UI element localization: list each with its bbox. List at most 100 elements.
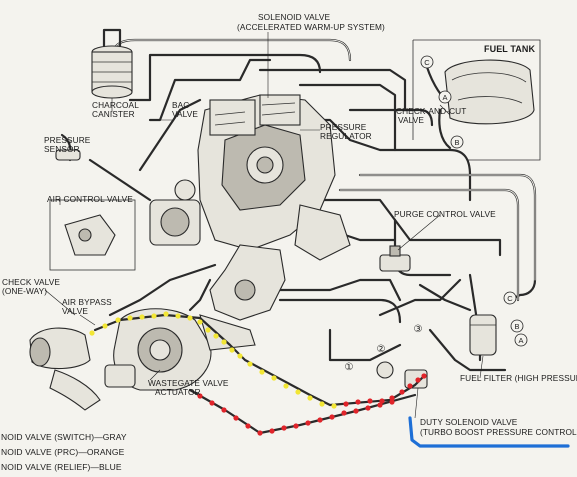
label-pressure-regulator-2: REGULATOR <box>320 131 372 141</box>
label-air-control-valve: AIR CONTROL VALVE <box>47 194 133 204</box>
label-fuel-filter: FUEL FILTER (HIGH PRESSURE) <box>460 373 577 383</box>
label-pressure-sensor-1: PRESSURE <box>44 135 91 145</box>
label-wastegate-1: WASTEGATE VALVE <box>148 378 229 388</box>
red-marker-dot <box>197 393 203 399</box>
yellow-marker-dot <box>197 319 203 325</box>
red-marker-dot <box>245 423 251 429</box>
purge-control-valve <box>379 245 411 272</box>
red-marker-dot <box>389 395 395 401</box>
yellow-marker-dot <box>295 389 301 395</box>
label-pressure-regulator-1: PRESSURE <box>320 122 367 132</box>
red-marker-dot <box>209 400 215 406</box>
legend: NOID VALVE (SWITCH)—GRAY NOID VALVE (PRC… <box>1 432 127 472</box>
label-purge-control-valve: PURGE CONTROL VALVE <box>394 209 496 219</box>
label-check-and-cut-valve-1: CHECK-AND-CUT <box>396 106 466 116</box>
label-bac-valve-1: BAC <box>172 100 189 110</box>
yellow-marker-dot <box>247 361 253 367</box>
legend-item-switch: NOID VALVE (SWITCH)—GRAY <box>1 432 127 442</box>
connector-a-right: A <box>518 336 523 345</box>
red-marker-dot <box>317 417 323 423</box>
label-solenoid-valve-subtitle: (ACCELERATED WARM-UP SYSTEM) <box>237 22 385 32</box>
red-marker-dot <box>329 414 335 420</box>
yellow-marker-dot <box>139 314 145 320</box>
red-marker-dot <box>233 415 239 421</box>
marker-number-2: ② <box>377 344 386 355</box>
connector-a-upper: A <box>442 93 447 102</box>
red-marker-dot <box>305 420 311 426</box>
label-check-and-cut-valve-2: VALVE <box>398 115 424 125</box>
yellow-marker-dot <box>175 313 181 319</box>
label-air-bypass-valve-2: VALVE <box>62 306 88 316</box>
red-marker-dot <box>421 373 427 379</box>
fuel-filter <box>469 314 497 356</box>
yellow-marker-dot <box>221 339 227 345</box>
red-marker-dot <box>377 402 383 408</box>
engine-block <box>197 94 351 321</box>
connector-b-right: B <box>514 322 519 331</box>
red-marker-dot <box>281 425 287 431</box>
red-marker-dot <box>379 398 385 404</box>
red-marker-dot <box>269 428 275 434</box>
fuel-tank-inset <box>412 39 541 161</box>
blue-annotation-underline <box>408 416 570 448</box>
label-air-bypass-valve-1: AIR BYPASS <box>62 297 112 307</box>
red-marker-dot <box>355 399 361 405</box>
legend-item-prc: NOID VALVE (PRC)—ORANGE <box>1 447 125 457</box>
red-marker-dot <box>415 377 421 383</box>
yellow-marker-dot <box>213 333 219 339</box>
red-marker-dot <box>367 398 373 404</box>
red-marker-dot <box>341 410 347 416</box>
red-marker-dot <box>293 423 299 429</box>
yellow-marker-dot <box>331 403 337 409</box>
legend-item-relief: NOID VALVE (RELIEF)—BLUE <box>1 462 122 472</box>
label-solenoid-valve: SOLENOID VALVE <box>258 12 330 22</box>
yellow-marker-dot <box>237 353 243 359</box>
yellow-marker-dot <box>102 323 108 329</box>
yellow-marker-dot <box>307 395 313 401</box>
yellow-marker-dot <box>205 327 211 333</box>
yellow-marker-dot <box>271 375 277 381</box>
yellow-marker-dot <box>89 330 95 336</box>
yellow-marker-dot <box>229 347 235 353</box>
label-bac-valve-2: VALVE <box>172 109 198 119</box>
marker-number-3: ③ <box>414 324 423 335</box>
yellow-marker-dot <box>319 401 325 407</box>
label-pressure-sensor-2: SENSOR <box>44 144 80 154</box>
connector-tags: A B C C B A ① ② ③ <box>345 55 528 373</box>
yellow-marker-dot <box>115 317 121 323</box>
yellow-marker-dot <box>127 315 133 321</box>
red-marker-dot <box>389 399 395 405</box>
label-check-valve-2: (ONE-WAY) <box>2 286 47 296</box>
label-duty-solenoid-1: DUTY SOLENOID VALVE <box>420 417 518 427</box>
red-marker-dot <box>365 405 371 411</box>
red-marker-dot <box>221 407 227 413</box>
yellow-marker-dot <box>283 383 289 389</box>
red-marker-dot <box>407 383 413 389</box>
red-marker-dot <box>257 430 263 436</box>
yellow-marker-dot <box>187 315 193 321</box>
yellow-marker-dot <box>163 311 169 317</box>
yellow-marker-dot <box>151 313 157 319</box>
duty-solenoid <box>376 361 428 389</box>
connector-c-right: C <box>507 294 513 303</box>
marker-number-1: ① <box>345 362 354 373</box>
turbocharger <box>29 308 256 411</box>
red-marker-dot <box>353 408 359 414</box>
connector-c-upper: C <box>424 58 430 67</box>
charcoal-canister <box>91 28 133 99</box>
red-marker-dot <box>343 401 349 407</box>
label-wastegate-2: ACTUATOR <box>155 387 201 397</box>
red-markers <box>197 373 427 436</box>
diagram-labels: SOLENOID VALVE (ACCELERATED WARM-UP SYST… <box>2 12 577 437</box>
throttle-body <box>49 133 201 271</box>
leader-lines <box>44 32 484 419</box>
red-marker-dot <box>399 389 405 395</box>
label-charcoal-canister-2: CANISTER <box>92 109 135 119</box>
label-charcoal-canister-1: CHARCOAL <box>92 100 139 110</box>
label-duty-solenoid-2: (TURBO BOOST PRESSURE CONTROL) <box>420 427 577 437</box>
label-fuel-tank: FUEL TANK <box>484 44 535 54</box>
yellow-markers <box>89 311 337 409</box>
yellow-marker-dot <box>259 369 265 375</box>
